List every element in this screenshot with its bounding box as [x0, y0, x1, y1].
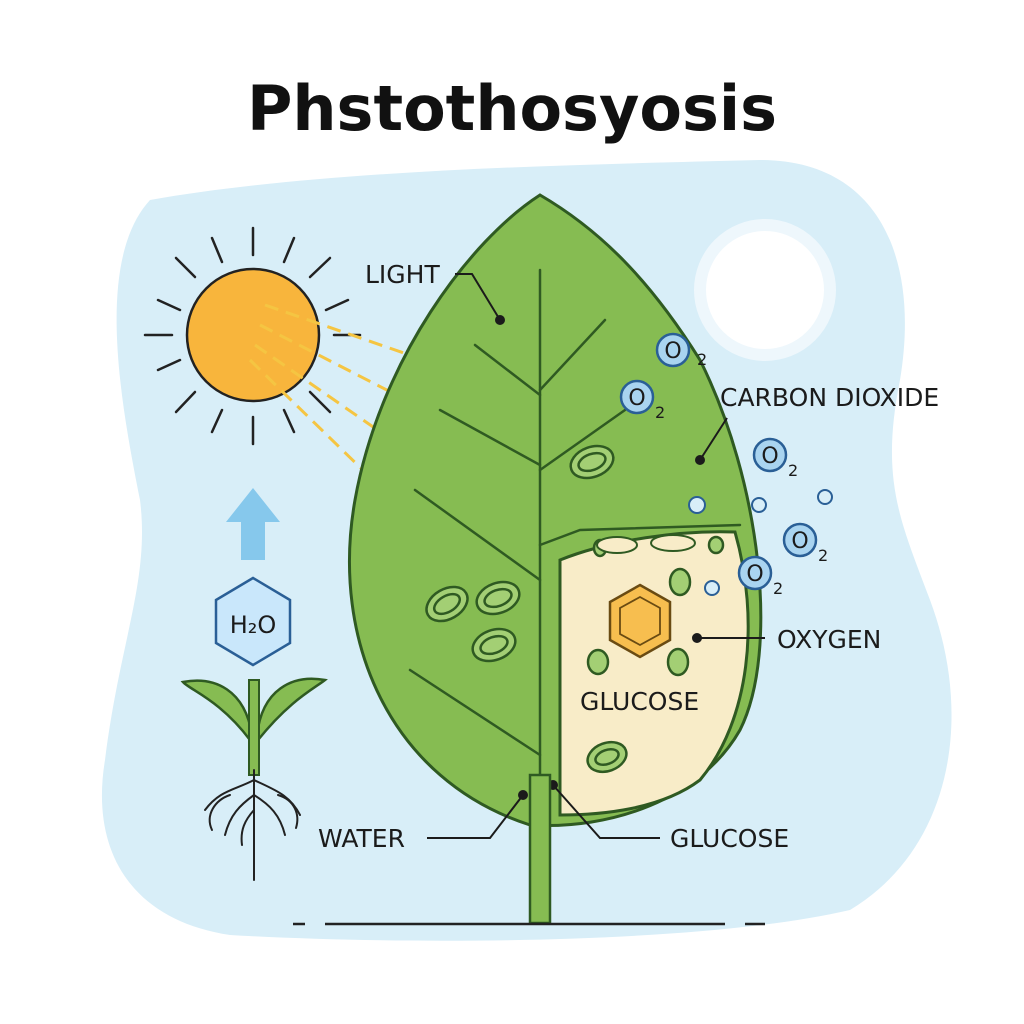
seedling-icon	[180, 677, 328, 881]
o2-bubble: O 2	[752, 437, 798, 480]
chloroplasts	[425, 444, 725, 774]
label-glucose-bottom: GLUCOSE	[670, 824, 789, 853]
cell-vacuoles	[596, 534, 696, 554]
svg-text:2: 2	[818, 546, 828, 565]
water-molecule-hexagon	[214, 576, 292, 667]
arrow-up-icon	[226, 488, 280, 560]
leaf-veins	[408, 268, 742, 842]
oxygen-bubbles: O 2 O 2 O 2 O 2 O 2	[619, 332, 833, 598]
sun-icon	[185, 267, 321, 403]
svg-text:O: O	[628, 386, 645, 411]
diagram-title: Phstothosyosis	[246, 72, 778, 145]
svg-text:O: O	[746, 562, 763, 587]
sun-rays	[143, 226, 362, 446]
glucose-molecule-icon	[608, 583, 672, 659]
o2-bubble: O 2	[619, 379, 665, 422]
o2-bubble: O 2	[655, 332, 707, 369]
svg-text:2: 2	[773, 579, 783, 598]
svg-text:O: O	[791, 529, 808, 554]
label-water: WATER	[318, 824, 405, 853]
sun-glow-circle	[694, 219, 836, 361]
o2-bubble: O 2	[737, 555, 783, 598]
leader-lines	[427, 273, 765, 839]
svg-text:2: 2	[788, 461, 798, 480]
o2-bubble: O 2	[782, 522, 828, 565]
label-light: LIGHT	[365, 260, 440, 289]
svg-text:O: O	[664, 339, 681, 364]
label-glucose-inner: GLUCOSE	[580, 687, 699, 716]
label-carbon-dioxide: CARBON DIOXIDE	[720, 383, 939, 412]
water-formula: H₂O	[230, 611, 277, 639]
leaf-stem	[528, 773, 552, 925]
svg-text:2: 2	[697, 350, 707, 369]
svg-text:2: 2	[655, 403, 665, 422]
label-oxygen: OXYGEN	[777, 625, 881, 654]
svg-text:O: O	[761, 444, 778, 469]
